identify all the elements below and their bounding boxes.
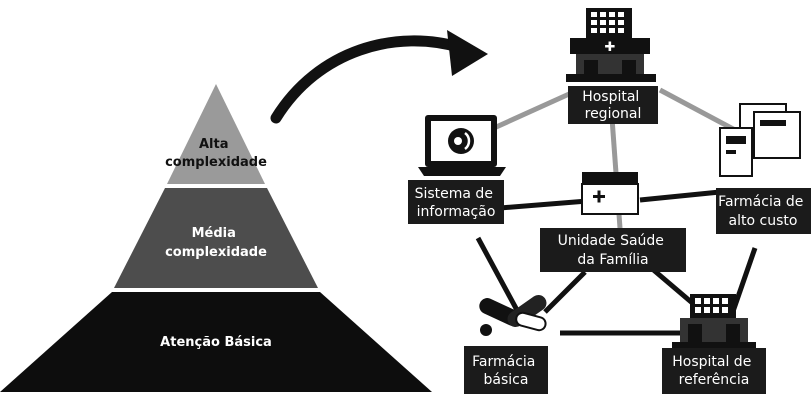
hospital-icon bbox=[672, 294, 756, 348]
node-label-hospital-regional: Hospital regional bbox=[582, 89, 644, 122]
hospital-building-icon: ✚ bbox=[566, 8, 656, 82]
node-sistema-informacao: Sistema de informação bbox=[408, 115, 506, 224]
node-label-farmacia-alto-custo: Farmácia de alto custo bbox=[718, 194, 808, 229]
connection-line bbox=[475, 236, 521, 314]
label-box bbox=[464, 346, 548, 394]
node-label-sistema-informacao: Sistema de informação bbox=[415, 186, 498, 220]
arrow-head-icon bbox=[447, 30, 488, 76]
node-unidade-saude-familia: Unidade Saúde da Família bbox=[540, 172, 686, 272]
pyramid-level-alta bbox=[167, 84, 265, 184]
label-box bbox=[716, 188, 811, 234]
pyramid-level-media bbox=[114, 188, 318, 288]
svg-text:✚: ✚ bbox=[605, 40, 616, 55]
node-farmacia-basica: Farmácia básica bbox=[464, 294, 548, 394]
pyramid-label-media: Média complexidade bbox=[165, 226, 267, 260]
connection-line bbox=[658, 87, 737, 133]
pyramid-label-basica: Atenção Básica bbox=[160, 335, 272, 350]
pyramid-level-basica bbox=[0, 292, 432, 392]
laptop-icon bbox=[418, 115, 506, 176]
curved-arrow-icon bbox=[270, 35, 468, 124]
connection-line bbox=[492, 87, 580, 131]
pyramid-label-alta: Alta complexidade bbox=[165, 137, 267, 170]
label-box bbox=[568, 86, 658, 124]
pills-icon bbox=[479, 294, 547, 336]
label-box bbox=[408, 180, 504, 224]
node-label-farmacia-basica: Farmácia básica bbox=[472, 354, 540, 388]
label-box bbox=[540, 228, 686, 272]
node-hospital-regional: ✚ Hospital regional bbox=[566, 8, 658, 124]
connection-line bbox=[639, 189, 721, 203]
node-label-hospital-referencia: Hospital de referência bbox=[672, 354, 756, 388]
pharmacy-boxes-icon bbox=[719, 103, 801, 177]
node-label-unidade-saude-familia: Unidade Saúde da Família bbox=[558, 233, 669, 268]
node-farmacia-alto-custo: Farmácia de alto custo bbox=[716, 103, 811, 234]
label-box bbox=[662, 348, 766, 394]
node-hospital-referencia: Hospital de referência bbox=[662, 294, 766, 394]
first-aid-kit-icon bbox=[581, 172, 639, 215]
care-levels-pyramid: Alta complexidade Média complexidade Ate… bbox=[0, 84, 432, 392]
connection-line bbox=[543, 270, 587, 314]
